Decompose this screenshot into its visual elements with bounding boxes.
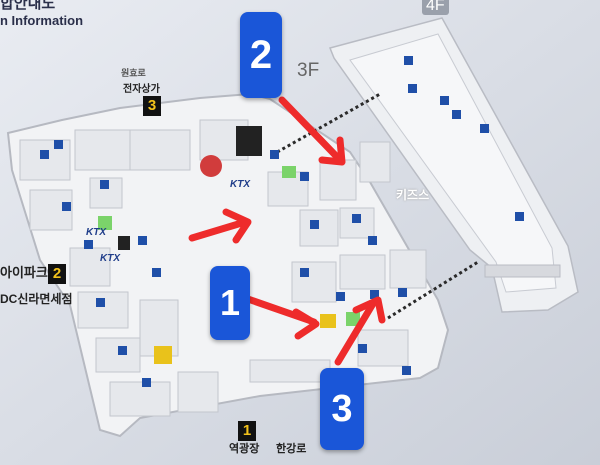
exit-number-south: 1 (238, 421, 256, 441)
header-subtitle: n Information (0, 13, 84, 28)
zone-west-park: 아이파크몰 (0, 265, 60, 280)
zone-south-exit-a: 역광장 (229, 443, 260, 455)
stair-block (118, 236, 130, 250)
zone-north-mall: 전자상가 (123, 84, 160, 95)
exit-number-west: 2 (48, 264, 66, 284)
elevator-block (236, 126, 262, 156)
zone-east-label: 키즈스 (396, 188, 430, 202)
floor-label-4f: 4F (422, 0, 449, 15)
floor-label-3f: 3F (297, 60, 320, 81)
ticket-machines (98, 166, 360, 326)
exit-signs (154, 314, 336, 364)
exit-number-north: 3 (143, 96, 161, 116)
bridge-lines (271, 92, 479, 320)
annotation-badge-3: 3 (320, 368, 364, 450)
annotation-badge-2: 2 (240, 12, 282, 98)
header-title: 합안내도 (0, 0, 56, 12)
upper-corridor (484, 264, 561, 278)
zone-south-exit-b: 한강로 (276, 443, 307, 455)
service-icons (40, 56, 524, 387)
ktx-label-2: KTX (86, 227, 106, 238)
ktx-label-3: KTX (100, 253, 120, 264)
annotation-badge-1: 1 (210, 266, 250, 340)
info-balloon (200, 155, 222, 177)
direction-arrows (188, 96, 386, 366)
zone-west-cgv: DC신라면세점 (0, 292, 73, 306)
ktx-label-1: KTX (230, 179, 250, 190)
upper-concourse-inner (349, 33, 557, 293)
zone-north-mall-top: 원효로 (121, 68, 146, 78)
rooms (19, 119, 427, 417)
